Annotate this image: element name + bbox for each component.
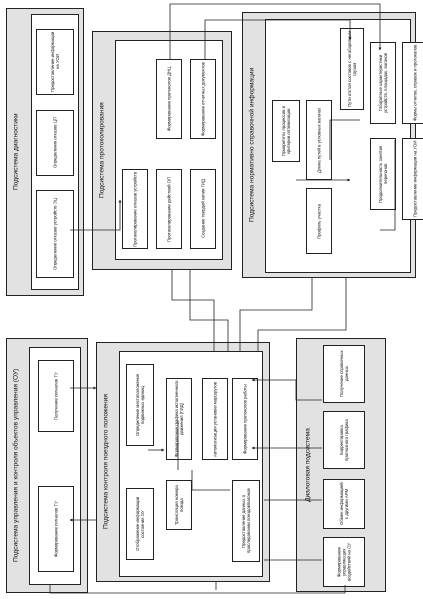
wire-reference-down-2 [257,278,347,352]
control-block-form-tu: Формирование сигналов ТУ [38,486,74,572]
reference-block-report-forms: Формы отчетов, справок и протоколов [402,42,423,124]
reference-block-oversize-tracks: Пути отстоя составов с негабаритным груз… [340,28,364,110]
wire-dialog-train-4 [251,378,322,401]
train-block-work-protocols: Формирование протоколов работы [232,378,258,460]
reference-block-uoi-info: Предоставление информации на УОИ [402,138,423,220]
logging-block-operator-actions: Протоколирование действий ОП [156,169,182,249]
train-block-gid: Формирование графика исполненного движен… [166,378,192,460]
train-block-passage-data: Предоставление данных о проследовании по… [232,480,260,562]
reference-subsystem: Подсистема нормативно справочной информа… [242,12,423,278]
reference-block-priorities: Приоритеты процессов и критерии оптимиза… [272,100,300,162]
diagnostics-block-uoi-info: Предоставление информации на УОИ [36,29,74,95]
train-inner: Определение местоположения подвижных еди… [119,351,263,577]
logging-block-gid-hardcopy: Создание твердой копии ГИД [190,169,216,249]
logging-block-dnc-protocols: Формирование протоколов ДНЦ [156,59,182,139]
wire-logging-to-reference-top [169,3,382,60]
dialog-block-arm-exchange: Обмен информацией с другими АРМ [323,479,365,529]
dialog-subsystem: Диалоговая подсистема Получение справочн… [296,338,386,592]
wire-reference-internal-3 [380,140,396,231]
diagnostics-inner: Определение отказов устройств ЭЦ Определ… [31,14,79,290]
control-block-receive-tu: Получение сигналов ТУ [38,360,74,432]
wire-logging-down-1 [171,270,215,352]
reference-block-profile: Профиль участка [306,188,332,254]
reference-block-dimensions: Габаритные характеристики устройств, пло… [370,42,396,124]
train-subsystem: Подсистема контроля поездного положения … [96,342,270,582]
dialog-block-forecast-correction: Корректировка прогнозного графика [323,411,365,469]
train-block-route-automation: Автоматизация установки маршрутов [202,378,228,460]
train-block-location: Определение местоположения подвижных еди… [126,364,154,446]
control-subsystem: Подсистема управления и контроля объекто… [6,338,88,593]
wire-reference-top [204,19,352,60]
logging-subsystem: Подсистема протоколирования Протоколиров… [92,31,232,270]
wire-logging-down-2 [189,270,229,352]
train-block-state-display: Отображение информации состояния ОУ [126,488,154,560]
diagnostics-block-cpu-faults: Определение отказов ЦП [36,110,74,176]
reference-block-track-length: Длина путей в условных вагонах [306,100,332,180]
wire-reference-internal-2 [329,119,360,160]
diagnostics-block-device-faults: Определение отказов устройств ЭЦ [36,190,74,278]
dialog-block-reference-data: Получение справочных данных [323,345,365,403]
wire-bottom-bus [49,585,346,594]
control-inner: Получение сигналов ТУ Формирование сигна… [29,347,81,585]
train-block-number-relay: Трансляция номера поезда [166,480,192,530]
logging-block-reports: Формирование отчетных документов [190,59,216,139]
logging-block-device-faults: Протоколирование отказов устройств [122,169,148,249]
logging-inner: Протоколирование отказов устройств Прото… [115,40,223,260]
wire-train-internal-3 [191,470,230,491]
wire-diag-to-logging [70,199,122,231]
dialog-block-control-actions: Формирование управляющих воздействий на … [323,537,365,587]
wire-reference-down [239,278,313,352]
diagnostics-subsystem: Подсистема диагностики Определение отказ… [6,8,84,296]
reference-block-haul-duration: Продолжительность занятия перегонов [370,138,396,210]
reference-inner: Приоритеты процессов и критерии оптимиза… [265,19,423,273]
